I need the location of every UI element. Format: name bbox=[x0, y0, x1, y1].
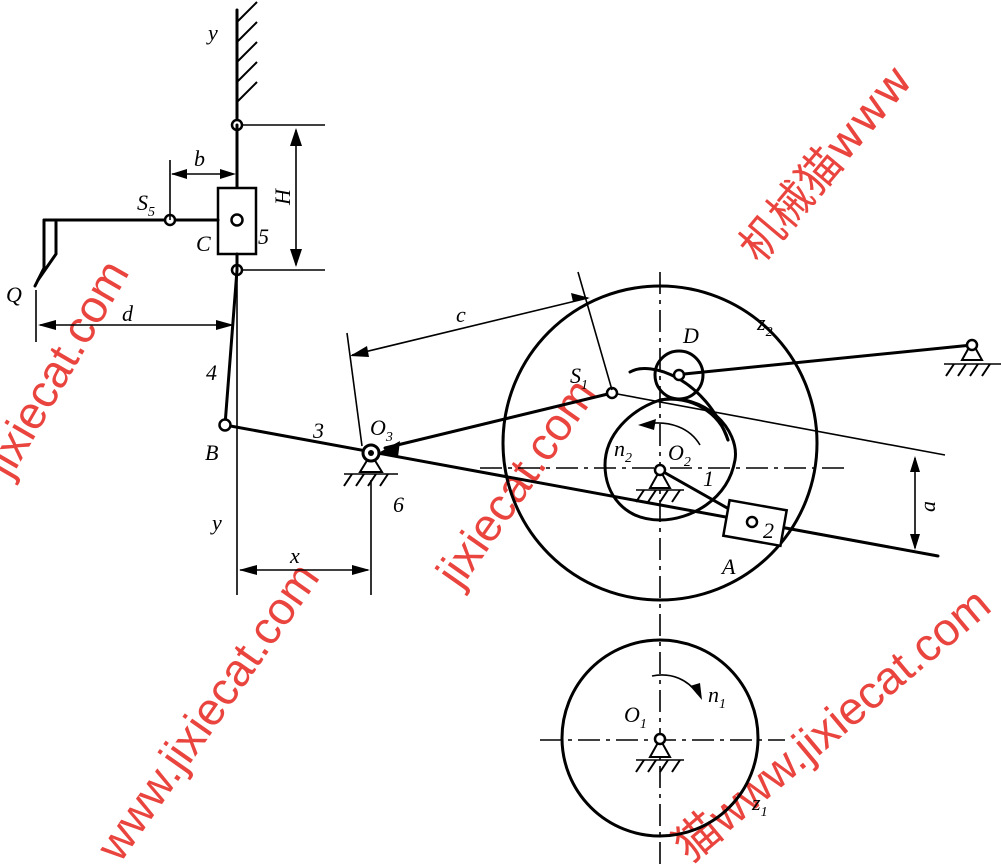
label-z1: z1 bbox=[751, 790, 768, 820]
label-O3: O3 bbox=[370, 415, 393, 445]
label-n2: n2 bbox=[614, 436, 632, 466]
joint-B bbox=[218, 418, 232, 432]
link-3: B 3 bbox=[205, 418, 940, 558]
label-four: 4 bbox=[206, 360, 217, 385]
label-Q: Q bbox=[6, 282, 22, 307]
label-A: A bbox=[720, 554, 736, 579]
link-S1-O3: S1 bbox=[380, 363, 946, 457]
dimension-c: c bbox=[346, 271, 613, 447]
watermark-top-right: 机械猫www bbox=[729, 55, 922, 272]
label-H: H bbox=[270, 188, 295, 206]
label-five: 5 bbox=[258, 224, 269, 249]
watermarks: jixiecat.com jixiecat.com www.jixiecat.c… bbox=[0, 55, 1000, 864]
watermark-bottom: www.jixiecat.com bbox=[85, 553, 329, 864]
dimension-d: d bbox=[35, 290, 234, 342]
dimension-b: b bbox=[169, 146, 236, 220]
link-4: 4 bbox=[206, 268, 239, 427]
label-z2: z2 bbox=[756, 310, 773, 340]
label-O1: O1 bbox=[624, 702, 647, 732]
slider-5: 5 C S5 Q bbox=[6, 123, 269, 307]
follower-link bbox=[682, 343, 974, 376]
joint-A bbox=[745, 515, 759, 529]
cam-profile bbox=[603, 397, 737, 522]
dimension-x: x bbox=[239, 480, 372, 595]
label-O2: O2 bbox=[668, 440, 691, 470]
joint-D bbox=[672, 368, 686, 382]
rotation-n2: n2 bbox=[614, 419, 701, 466]
label-y-top: y bbox=[206, 20, 218, 45]
label-a: a bbox=[915, 501, 940, 512]
label-x: x bbox=[289, 543, 300, 568]
watermark-center: jixiecat.com bbox=[424, 369, 606, 597]
label-B: B bbox=[205, 440, 218, 465]
label-n1: n1 bbox=[708, 682, 726, 712]
gear-z1-circle bbox=[560, 638, 760, 838]
label-S1: S1 bbox=[570, 363, 588, 393]
follower-D: D bbox=[653, 323, 974, 401]
pivot-O3: O3 6 bbox=[343, 415, 404, 517]
label-one: 1 bbox=[703, 466, 714, 491]
joint-O2 bbox=[653, 463, 667, 477]
label-c: c bbox=[456, 302, 466, 327]
joint-C bbox=[230, 213, 244, 227]
slider-2: 2 A bbox=[720, 498, 789, 579]
label-three: 3 bbox=[312, 418, 324, 443]
label-S5: S5 bbox=[137, 190, 155, 220]
label-d: d bbox=[122, 301, 134, 326]
wall-hatch bbox=[236, 1, 258, 103]
dimension-a: a bbox=[910, 456, 940, 550]
slider-guide: y y bbox=[206, 1, 258, 595]
roller-D bbox=[653, 349, 705, 401]
gear-z1: O1 n1 z1 bbox=[560, 638, 768, 838]
joint-O1 bbox=[653, 732, 667, 746]
label-two: 2 bbox=[763, 518, 774, 543]
label-b: b bbox=[194, 146, 205, 171]
label-D: D bbox=[682, 323, 699, 348]
label-y-bottom: y bbox=[210, 510, 222, 535]
pivot-right bbox=[944, 338, 1001, 377]
label-C: C bbox=[196, 231, 211, 256]
label-six: 6 bbox=[393, 492, 404, 517]
